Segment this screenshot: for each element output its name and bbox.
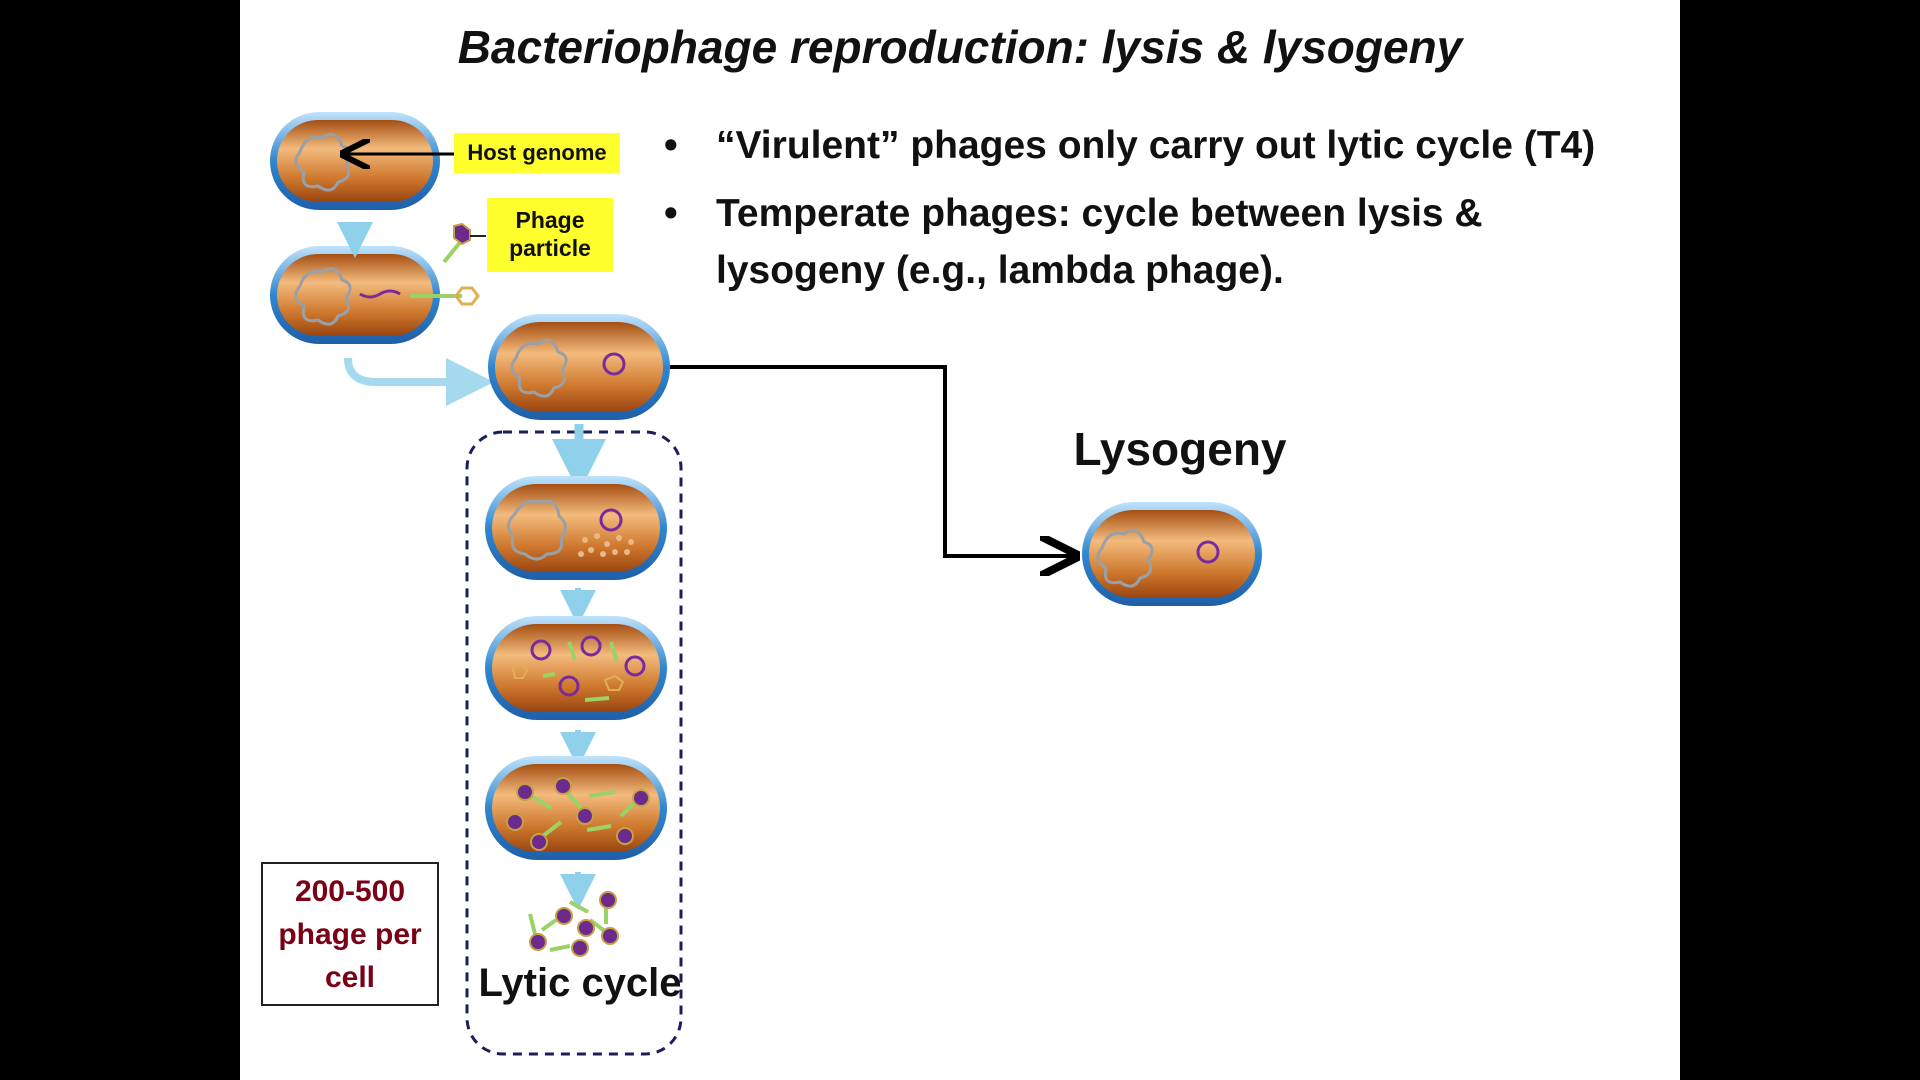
phage-count-text: 200-500 phage per cell bbox=[278, 874, 422, 994]
lysogeny-connector-arrow bbox=[670, 365, 1072, 556]
bullet-text: “Virulent” phages only carry out lytic c… bbox=[716, 124, 1596, 167]
lysogeny-label: Lysogeny bbox=[1073, 423, 1287, 475]
phage-count-box: 200-500 phage per cell bbox=[261, 862, 439, 1006]
phage-dna-icon bbox=[359, 289, 401, 299]
host-genome-icon bbox=[294, 132, 352, 192]
lytic-cell-assembly bbox=[485, 616, 667, 720]
lifecycle-diagram bbox=[270, 112, 1262, 1056]
bacterium-cell-2 bbox=[270, 246, 440, 344]
bacterium-cell-3 bbox=[488, 314, 670, 420]
bullet-temperate: • Temperate phages: cycle between lysis … bbox=[664, 186, 1616, 299]
lytic-cycle-box bbox=[465, 430, 683, 1056]
lytic-cell-replication bbox=[485, 476, 667, 580]
prophage-circle-icon bbox=[1196, 540, 1220, 564]
slide-title: Bacteriophage reproduction: lysis & lyso… bbox=[457, 21, 1463, 73]
phage-particle-icon bbox=[442, 222, 486, 264]
phage-particle-label: Phage particle bbox=[487, 198, 613, 272]
slide: Bacteriophage reproduction: lysis & lyso… bbox=[240, 0, 1680, 1080]
bullet-dot: • bbox=[664, 124, 678, 167]
injecting-phage-icon bbox=[410, 286, 480, 306]
bullet-dot: • bbox=[664, 192, 678, 235]
released-phages-icon bbox=[528, 891, 619, 957]
bacterium-cell-1 bbox=[270, 112, 440, 210]
lysogeny-cell bbox=[1082, 502, 1262, 606]
bullet-text: Temperate phages: cycle between lysis & … bbox=[716, 192, 1483, 292]
phage-genome-circle-icon bbox=[602, 352, 626, 376]
lytic-cycle-label: Lytic cycle bbox=[478, 961, 682, 1005]
bullet-virulent: • “Virulent” phages only carry out lytic… bbox=[664, 118, 1666, 175]
flow-arrow-2 bbox=[344, 357, 494, 406]
lytic-cell-mature-phages bbox=[485, 756, 667, 860]
host-genome-label: Host genome bbox=[454, 133, 620, 173]
